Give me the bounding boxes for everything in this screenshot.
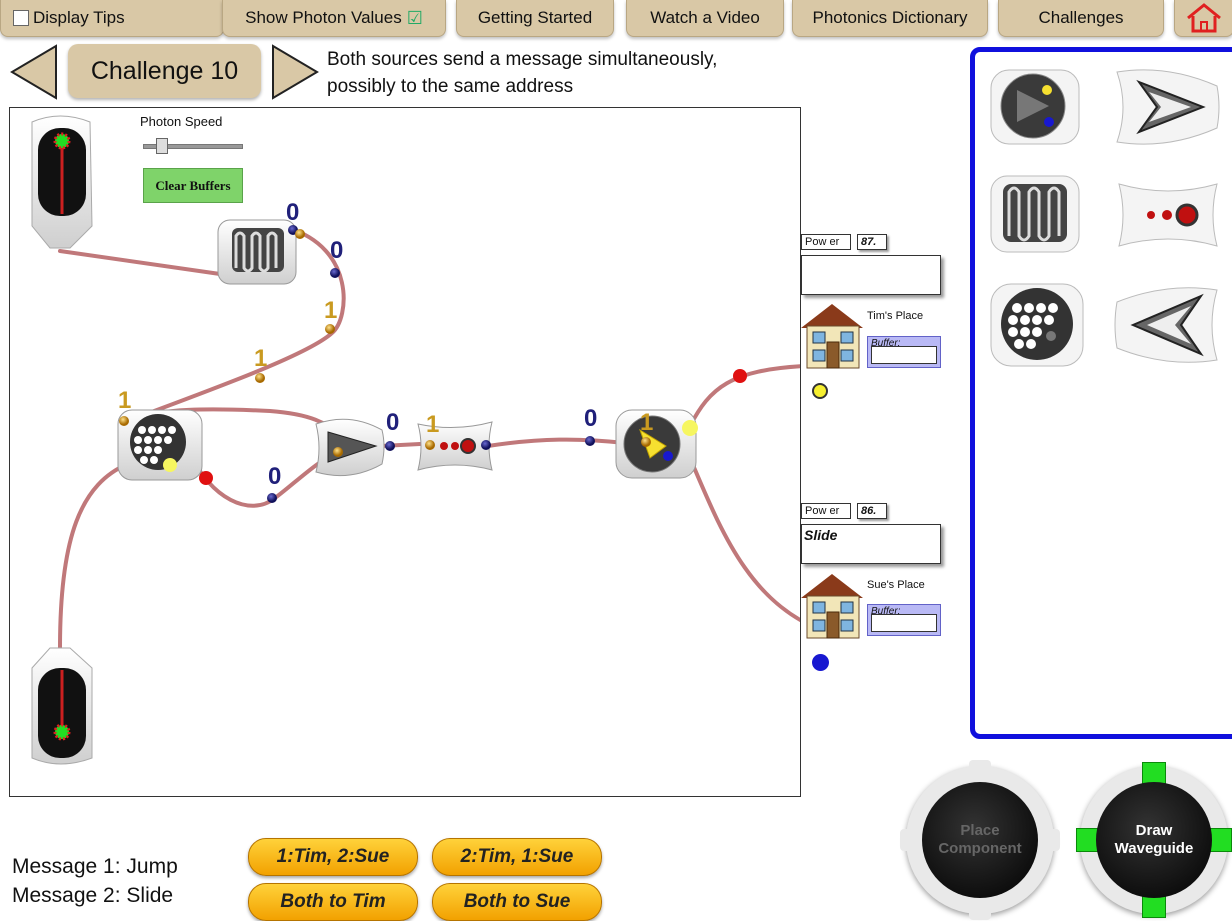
photon-value-label: 1	[324, 297, 337, 324]
palette-splitter-icon[interactable]	[1111, 64, 1223, 150]
palette-combiner-icon[interactable]	[1111, 278, 1223, 372]
photon-value-label: 1	[426, 411, 439, 438]
palette-router-icon[interactable]	[987, 64, 1083, 150]
photon-value-label: 0	[386, 409, 399, 436]
component-palette	[970, 47, 1232, 739]
photon-value-label: 1	[640, 409, 653, 436]
grid-coupler-component	[117, 409, 203, 481]
photon-value-label: 0	[584, 405, 597, 432]
palette-modulator-icon[interactable]	[1115, 172, 1221, 258]
tim-buffer: Buffer:	[867, 336, 941, 368]
challenge-title: Challenge 10	[68, 44, 261, 98]
next-challenge-arrow[interactable]	[271, 44, 319, 100]
tim-power-value: 87.	[857, 234, 887, 250]
light-source-2	[31, 647, 93, 765]
tim-message-display	[801, 255, 941, 295]
description-line-1: Both sources send a message simultaneous…	[327, 49, 718, 70]
show-photon-values-checkbox[interactable]: ☑	[406, 7, 423, 28]
route-1tim-2sue-button[interactable]: 1:Tim, 2:Sue	[248, 838, 418, 876]
clear-buffers-button[interactable]: Clear Buffers	[143, 168, 243, 203]
sue-message-display: Slide	[801, 524, 941, 564]
photon-red-1	[199, 471, 213, 485]
draw-waveguide-button[interactable]: Draw Waveguide	[1076, 762, 1232, 918]
palette-grid-coupler-icon[interactable]	[987, 278, 1087, 372]
challenges-button[interactable]: Challenges	[998, 0, 1164, 37]
place-component-button[interactable]: Place Component	[900, 760, 1060, 920]
sue-indicator-dot	[812, 654, 829, 671]
home-button[interactable]	[1174, 0, 1232, 37]
tim-buffer-field	[871, 346, 937, 364]
show-photon-values-toggle[interactable]: Show Photon Values ☑	[222, 0, 446, 37]
photon-markers	[119, 225, 651, 503]
photon-speed-thumb[interactable]	[156, 138, 168, 154]
sue-house-icon	[801, 574, 863, 639]
light-source-1	[31, 115, 93, 249]
photon-speed-slider[interactable]	[143, 138, 243, 154]
display-tips-label: Display Tips	[33, 8, 125, 27]
waveguide-7	[688, 364, 800, 428]
show-photon-values-label: Show Photon Values	[245, 8, 402, 27]
photonics-dictionary-button[interactable]: Photonics Dictionary	[792, 0, 988, 37]
route-both-tim-button[interactable]: Both to Tim	[248, 883, 418, 921]
getting-started-button[interactable]: Getting Started	[456, 0, 614, 37]
modulator-component	[417, 421, 493, 471]
photon-red-2	[733, 369, 747, 383]
sue-buffer-label: Buffer:	[871, 606, 901, 617]
circuit-diagram: 0 0 1 1 1 0 1 0 0 1	[31, 115, 800, 765]
photon-speed-label: Photon Speed	[140, 114, 223, 129]
waveguide-9	[58, 461, 132, 650]
tim-indicator-dot	[812, 383, 828, 399]
photon-value-label: 1	[254, 345, 267, 372]
message-2-label: Message 2: Slide	[12, 884, 174, 907]
sue-buffer: Buffer:	[867, 604, 941, 636]
sue-buffer-field	[871, 614, 937, 632]
draw-waveguide-label: Draw Waveguide	[1096, 782, 1212, 898]
sue-power-label: Pow er	[801, 503, 851, 519]
sue-power-value: 86.	[857, 503, 887, 519]
photon-value-label: 0	[268, 463, 281, 490]
photon-value-label: 0	[286, 199, 299, 226]
description-line-2: possibly to the same address	[327, 76, 574, 97]
sue-place-label: Sue's Place	[867, 579, 925, 591]
place-component-label: Place Component	[922, 782, 1038, 898]
route-2tim-1sue-button[interactable]: 2:Tim, 1:Sue	[432, 838, 602, 876]
watch-video-button[interactable]: Watch a Video	[626, 0, 784, 37]
waveguide-1	[58, 249, 222, 276]
challenge-description: Both sources send a message simultaneous…	[327, 46, 807, 100]
tim-place-label: Tim's Place	[867, 310, 924, 322]
photon-value-labels: 0 0 1 1 1 0 1 0 0 1	[118, 199, 653, 490]
previous-challenge-arrow[interactable]	[10, 44, 58, 100]
message-1-label: Message 1: Jump	[12, 855, 178, 878]
display-tips-checkbox[interactable]	[13, 10, 29, 26]
home-icon	[1187, 3, 1221, 33]
splitter-component	[315, 418, 385, 477]
router-component	[615, 409, 698, 479]
circuit-canvas[interactable]: Photon Speed Clear Buffers	[9, 107, 801, 797]
photon-value-label: 1	[118, 387, 131, 414]
palette-coil-icon[interactable]	[987, 172, 1083, 258]
waveguide-8	[688, 456, 800, 623]
waveguide-6	[486, 437, 627, 448]
route-both-sue-button[interactable]: Both to Sue	[432, 883, 602, 921]
delay-coil-component	[217, 219, 297, 285]
display-tips-toggle[interactable]: Display Tips	[0, 0, 224, 37]
photon-value-label: 0	[330, 237, 343, 264]
tim-power-label: Pow er	[801, 234, 851, 250]
tim-buffer-label: Buffer:	[871, 338, 901, 349]
tim-house-icon	[801, 304, 863, 369]
